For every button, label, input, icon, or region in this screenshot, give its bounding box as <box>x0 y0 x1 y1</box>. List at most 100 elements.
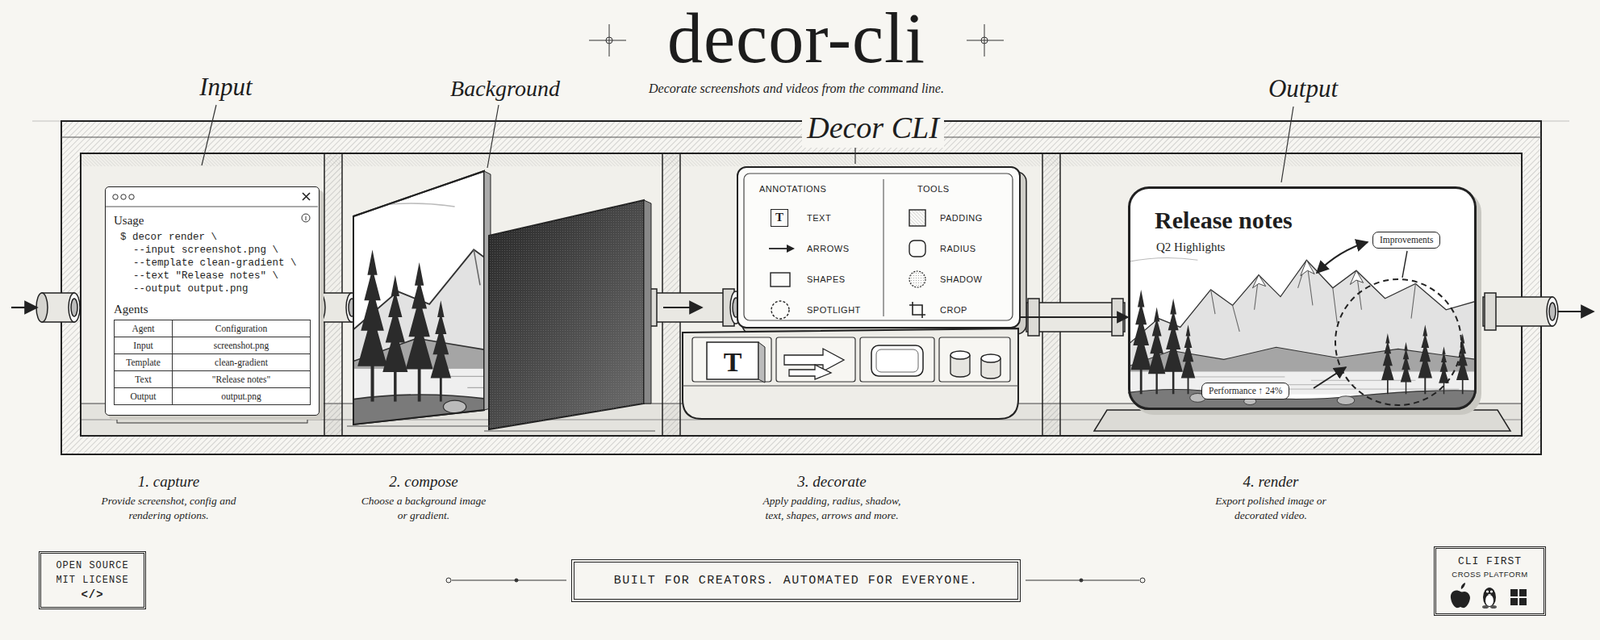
step-title: 4. render <box>1243 472 1300 493</box>
icon-part <box>771 300 790 319</box>
illustration-part <box>1079 578 1083 582</box>
step-title: 3. decorate <box>797 472 866 493</box>
table-cell: Template <box>114 354 173 372</box>
icon-part <box>909 240 926 257</box>
config-table: AgentConfigurationInputscreenshot.pngTem… <box>113 319 311 406</box>
command-line: --text "Release notes" \ <box>113 269 311 283</box>
step-description: Provide screenshot, config and rendering… <box>100 493 237 523</box>
illustration-part <box>1127 250 1477 410</box>
linux-icon <box>1486 589 1489 593</box>
illustration-part <box>1042 153 1061 436</box>
illustration-part <box>692 337 1011 382</box>
illustration-part <box>871 345 924 376</box>
illustration-part <box>692 337 772 382</box>
linux-icon <box>1487 593 1492 596</box>
illustration-part <box>68 292 80 322</box>
illustration-part <box>353 171 485 425</box>
illustration-part <box>488 200 644 430</box>
main-title: decor-cli <box>667 3 926 75</box>
tool-name: PADDING <box>939 213 983 224</box>
callout-text: Improvements <box>1379 233 1433 247</box>
command-line: --input screenshot.png \ <box>113 243 311 257</box>
icon-part <box>302 192 310 201</box>
table-cell: Configuration <box>172 320 311 338</box>
illustration-part <box>1313 367 1346 389</box>
illustration-part <box>80 153 1522 436</box>
card-subheading: Q2 Highlights <box>1156 240 1225 255</box>
table-cell: clean-gradient <box>172 354 311 372</box>
illustration-part <box>446 577 452 583</box>
table-cell: "Release notes" <box>172 371 311 389</box>
tool-name: CROP <box>939 304 968 316</box>
tray-letter: T <box>723 344 743 381</box>
table-cell: output.png <box>172 388 311 406</box>
illustration-part <box>1140 577 1145 583</box>
table-cell: Text <box>114 371 173 389</box>
step-title: 2. compose <box>388 472 458 493</box>
illustration-part <box>1281 106 1294 183</box>
icon-part <box>112 194 118 200</box>
badge-text: CROSS PLATFORM <box>1451 568 1528 580</box>
illustration-part <box>1546 296 1559 326</box>
illustration-part <box>324 153 1061 436</box>
license-badge: OPEN SOURCEMIT LICENSE</> <box>38 551 147 610</box>
table-cell: screenshot.png <box>172 337 311 355</box>
illustration-part <box>682 328 1019 419</box>
command-line: --output output.png <box>113 282 311 296</box>
illustration-part <box>1316 242 1368 273</box>
step-title: 1. capture <box>137 472 200 493</box>
illustration-part <box>1402 250 1408 278</box>
tool-name: TEXT <box>806 213 832 224</box>
tool-name: SHADOW <box>939 274 983 285</box>
illustration-part <box>984 24 986 57</box>
section-label: Output <box>1268 72 1338 105</box>
illustration-part <box>876 349 919 372</box>
section-heading: Usage <box>113 213 311 229</box>
illustration-part <box>682 385 1019 387</box>
section-label: Input <box>199 71 252 104</box>
tool-name: ARROWS <box>806 243 850 255</box>
icon-part <box>743 173 1013 321</box>
icon-part <box>770 272 790 287</box>
illustration-part <box>966 40 1004 42</box>
callout-box: Improvements <box>1372 231 1441 249</box>
illustration-part <box>1127 186 1477 410</box>
section-heading: Agents <box>113 301 311 318</box>
section-label: Decor CLI <box>802 108 945 148</box>
illustration-part <box>1557 310 1594 313</box>
callout-text: Performance ↑ 24% <box>1208 384 1283 397</box>
section-label: Background <box>450 74 560 104</box>
card-heading: Release notes <box>1154 206 1293 235</box>
toolbox-lid: ANNOTATIONSTTEXTARROWSSHAPESSPOTLIGHTTOO… <box>736 166 1021 329</box>
flow-arrow <box>1020 316 1128 318</box>
illustration-part <box>643 200 652 404</box>
step-description: Export polished image or decorated video… <box>1214 493 1328 523</box>
illustration-part <box>484 430 656 432</box>
step-description: Choose a background image or gradient. <box>359 493 489 523</box>
step-description: Apply padding, radius, shadow, text, sha… <box>755 493 909 523</box>
illustration-part <box>451 580 567 581</box>
table-cell: Input <box>114 337 173 355</box>
column-heading: ANNOTATIONS <box>759 183 827 195</box>
table-cell: Agent <box>114 320 173 338</box>
illustration-part <box>346 426 494 427</box>
illustration-part <box>61 121 1542 455</box>
windows-icon <box>1519 589 1527 597</box>
text-tool-icon: T <box>770 208 789 227</box>
illustration-part <box>80 153 1522 167</box>
command-line: $ decor render \ <box>113 230 311 244</box>
illustration-part <box>80 153 1522 436</box>
icon-part <box>105 206 318 208</box>
illustration-part <box>71 298 78 317</box>
column-heading: TOOLS <box>917 183 950 195</box>
illustration-part <box>981 354 1001 363</box>
icon-part <box>768 247 789 250</box>
tagline-banner: BUILT FOR CREATORS. AUTOMATED FOR EVERYO… <box>571 559 1021 602</box>
illustration-part <box>488 200 644 430</box>
illustration-part <box>36 292 48 322</box>
windows-icon <box>1519 597 1527 606</box>
callout-box: Performance ↑ 24% <box>1201 382 1290 400</box>
illustration-part <box>950 350 1001 379</box>
illustration-part <box>758 342 765 383</box>
table-cell: Output <box>114 388 173 406</box>
